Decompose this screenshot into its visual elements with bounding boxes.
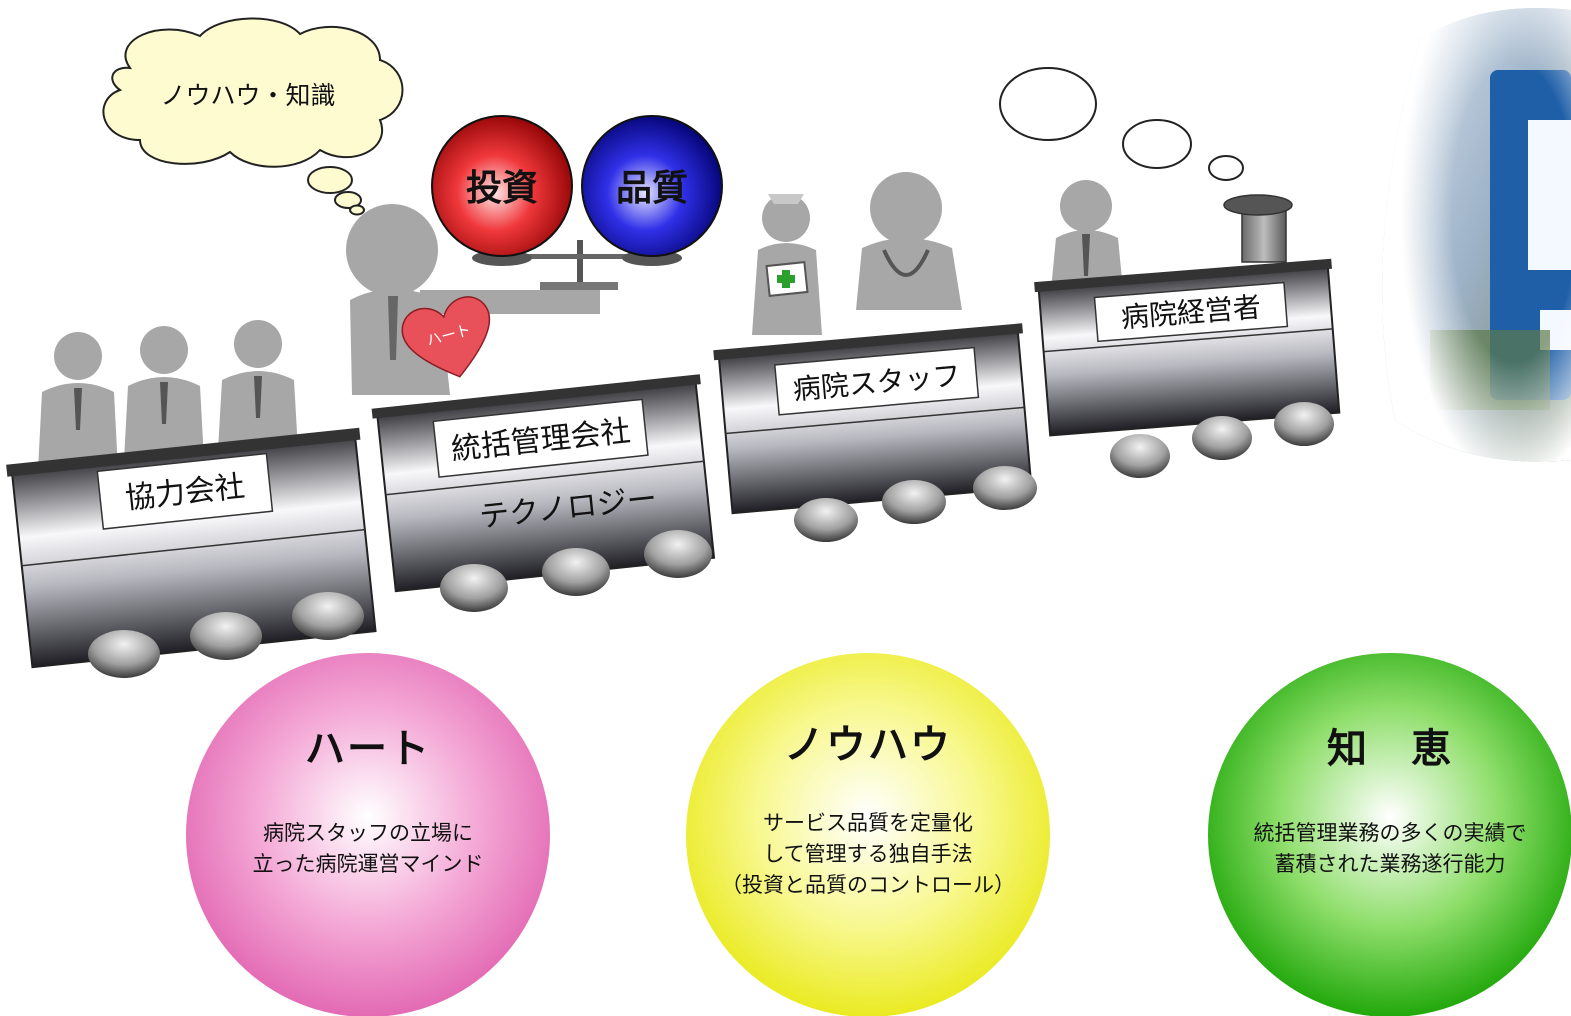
medical-clipboard-icon [765,260,809,298]
pillar-line: サービス品質を定量化 [763,811,973,835]
pillar-line: 蓄積された業務遂行能力 [1274,852,1506,876]
person-figure [218,320,298,450]
heart-pillar-ball [186,653,550,1016]
car-1-wheels [88,592,364,678]
pillar-body-heart: 病院スタッフの立場に 立った病院運営マインド [178,818,558,880]
quality-ball: 品質 [581,115,723,257]
thought-bubble-text: ノウハウ・知識 [160,81,335,110]
pillar-line: 病院スタッフの立場に [263,821,473,845]
wisdom-pillar-ball [1208,653,1571,1016]
train-car-2: 統括管理会社 テクノロジー [371,374,716,593]
car-2-wheels [440,530,712,612]
chimney [1223,194,1293,263]
train-car-1: 協力会社 [6,427,377,669]
pillar-title-knowhow: ノウハウ [784,722,952,768]
train-car-3: 病院スタッフ [713,323,1033,515]
car-3-wheels [794,466,1037,542]
pillar-title-heart: ハート [305,726,431,772]
person-figure [38,332,118,470]
pillar-title-wisdom: 知 恵 [1327,726,1453,772]
pillar-line: して管理する独自手法 [763,842,973,866]
pillar-line: （投資と品質のコントロール） [721,873,1015,897]
manager-figure [346,204,600,395]
pillar-line: 統括管理業務の多くの実績で [1253,821,1527,845]
thought-bubble: ノウハウ・知識 [102,17,404,216]
heart-icon: ハート [401,296,491,378]
knowhow-pillar-ball [686,653,1050,1016]
pillar-body-knowhow: サービス品質を定量化 して管理する独自手法 （投資と品質のコントロール） [678,808,1058,901]
smoke-puffs [999,67,1244,181]
pillar-body-wisdom: 統括管理業務の多くの実績で 蓄積された業務遂行能力 [1200,818,1571,880]
car-4-wheels [1110,402,1334,478]
people-silhouettes [38,172,1124,470]
investment-label: 投資 [466,168,538,209]
hospital-photo [1382,8,1571,462]
train-car-4: 病院経営者 [1034,258,1341,437]
pillar-line: 立った病院運営マインド [252,852,484,876]
doctor-figure [856,172,962,310]
investment-ball: 投資 [431,115,573,257]
person-figure [124,326,204,460]
quality-label: 品質 [616,168,688,209]
